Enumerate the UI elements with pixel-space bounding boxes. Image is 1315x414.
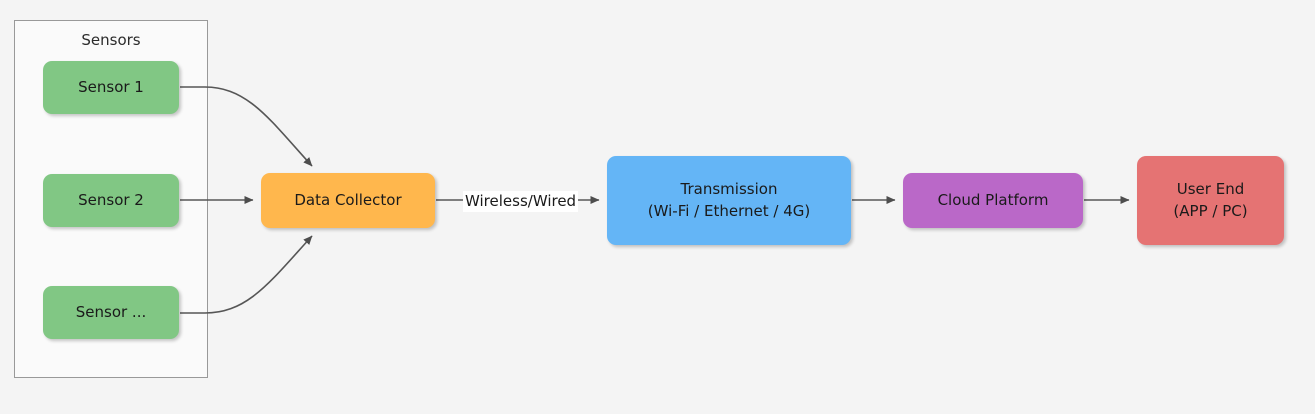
node-sensor-n[interactable]: Sensor ... [43,286,179,339]
node-label-primary: Sensor 1 [78,77,144,96]
node-transmission[interactable]: Transmission (Wi-Fi / Ethernet / 4G) [607,156,851,245]
node-label-primary: Sensor 2 [78,190,144,209]
edge-label-wireless-wired: Wireless/Wired [463,191,579,212]
node-label-primary: Transmission [680,179,778,198]
node-label-primary: User End [1176,179,1245,198]
node-sensor-2[interactable]: Sensor 2 [43,174,179,227]
node-label-secondary: (APP / PC) [1173,201,1248,220]
node-label-primary: Data Collector [294,190,402,209]
node-label-secondary: (Wi-Fi / Ethernet / 4G) [647,201,811,220]
sensors-subgraph-title: Sensors [81,31,141,49]
node-data-collector[interactable]: Data Collector [261,173,435,228]
node-label-primary: Sensor ... [75,302,147,321]
node-label-primary: Cloud Platform [937,190,1049,209]
node-sensor-1[interactable]: Sensor 1 [43,61,179,114]
node-user-end[interactable]: User End (APP / PC) [1137,156,1284,245]
node-cloud-platform[interactable]: Cloud Platform [903,173,1083,228]
